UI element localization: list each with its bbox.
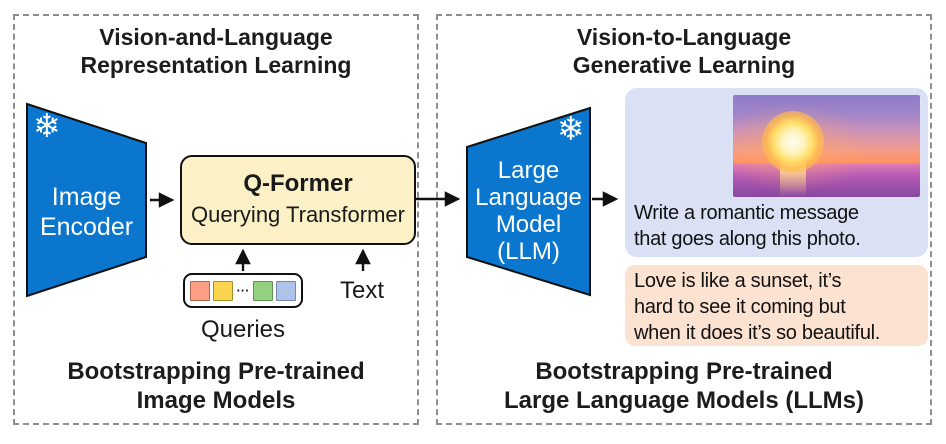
sun [761,110,824,173]
prompt-text-line2: that goes along this photo. [634,228,861,250]
llm-label-line3: Model [495,211,562,238]
llm-label-line1: Large [497,157,560,184]
prompt-bubble: Write a romantic message that goes along… [625,88,928,257]
query-token-2 [213,280,234,301]
llm-shape [466,106,591,297]
generative-learning-panel [436,14,932,425]
qformer-box: Q-Former Querying Transformer [180,155,416,245]
response-text-line1: Love is like a sunset, it’s [634,270,842,292]
left-panel-caption: Bootstrapping Pre-trained Image Models [13,357,419,415]
image-encoder-label-line1: Image [51,183,122,211]
learned-queries-tray: ··· [183,273,303,308]
query-token-3 [252,280,273,301]
image-encoder-shape [26,102,147,298]
frozen-snowflake-icon: ❄ [33,107,61,144]
left-panel-title: Vision-and-Language Representation Learn… [13,23,419,79]
query-token-4 [275,280,296,301]
response-text-line3: when it does it’s so beautiful. [634,322,881,344]
left-panel-caption-line1: Bootstrapping Pre-trained [67,358,365,385]
left-panel-title-line2: Representation Learning [80,52,352,78]
prompt-text-line1: Write a romantic message [634,202,859,224]
sunset-photo [733,95,920,197]
left-panel-caption-line2: Image Models [136,387,296,414]
right-panel-title-line2: Generative Learning [572,52,796,78]
right-panel-caption-line2: Large Language Models (LLMs) [503,387,865,414]
representation-learning-panel [13,14,419,425]
llm-label: Large Language Model (LLM) [467,157,590,265]
queries-label: Queries [200,316,286,343]
left-panel-title-line1: Vision-and-Language [99,24,333,50]
image-encoder-label-line2: Encoder [39,213,134,241]
image-encoder-label: Image Encoder [27,182,146,242]
llm-label-line2: Language [475,184,582,211]
frozen-snowflake-icon: ❄ [557,110,585,147]
qformer-subtitle: Querying Transformer [191,202,405,227]
right-panel-title: Vision-to-Language Generative Learning [436,23,932,79]
query-token-1 [190,280,211,301]
response-text-line2: hard to see it coming but [634,296,846,318]
text-input-label: Text [339,277,384,304]
ellipsis-icon: ··· [236,283,250,298]
prompt-text: Write a romantic message that goes along… [634,200,861,252]
response-bubble: Love is like a sunset, it’s hard to see … [625,265,928,346]
right-panel-title-line1: Vision-to-Language [576,24,792,50]
right-panel-caption: Bootstrapping Pre-trained Large Language… [436,357,932,415]
qformer-title: Q-Former [243,170,353,197]
right-panel-caption-line1: Bootstrapping Pre-trained [535,358,833,385]
llm-label-line4: (LLM) [497,238,560,265]
